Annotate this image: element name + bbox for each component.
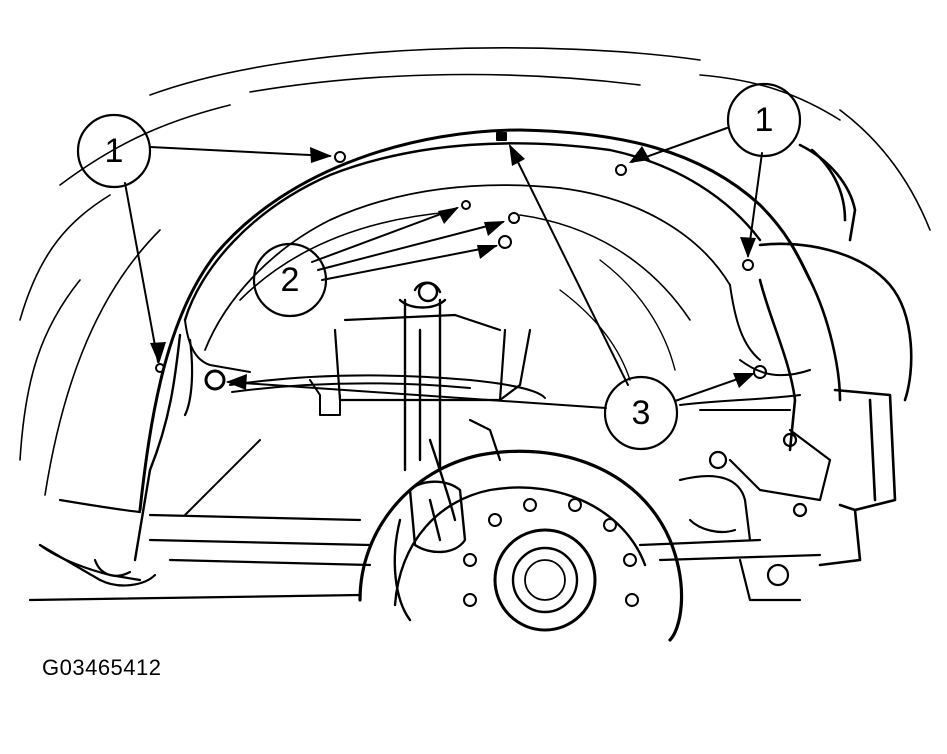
callout-2 <box>252 242 328 318</box>
fastener-1a <box>334 151 346 163</box>
fastener-3c <box>496 132 507 141</box>
leader-lines <box>124 127 763 409</box>
frame-bracket <box>333 313 532 462</box>
steering-knuckle <box>638 428 832 602</box>
callout-3 <box>603 375 679 451</box>
background-contours <box>19 46 931 496</box>
callout-1-right <box>726 82 802 158</box>
fastener-1b <box>615 164 627 176</box>
brake-rotor <box>358 449 684 642</box>
brake-lines <box>184 359 811 516</box>
brake-caliper <box>393 480 467 622</box>
lug-studs <box>463 498 639 607</box>
fastener-1d <box>155 363 165 373</box>
callout-3-label: 3 <box>632 394 651 432</box>
figure-id: G03465412 <box>42 655 162 680</box>
arrowheads <box>150 144 756 390</box>
fasteners <box>155 132 767 391</box>
fastener-2b <box>508 212 520 224</box>
callout-1-left <box>76 113 152 189</box>
fastener-3a <box>204 369 226 391</box>
callouts <box>76 82 802 451</box>
fastener-1c <box>742 259 754 271</box>
callout-1-left-label: 1 <box>105 132 124 170</box>
fastener-2c <box>498 235 512 249</box>
front-fender <box>758 143 913 567</box>
fastener-3b <box>753 365 767 379</box>
callout-1-right-label: 1 <box>755 101 774 139</box>
fender-liner <box>133 128 812 562</box>
fastener-2a <box>461 200 471 210</box>
callout-2-label: 2 <box>281 261 300 299</box>
lower-body-panel <box>28 498 372 602</box>
